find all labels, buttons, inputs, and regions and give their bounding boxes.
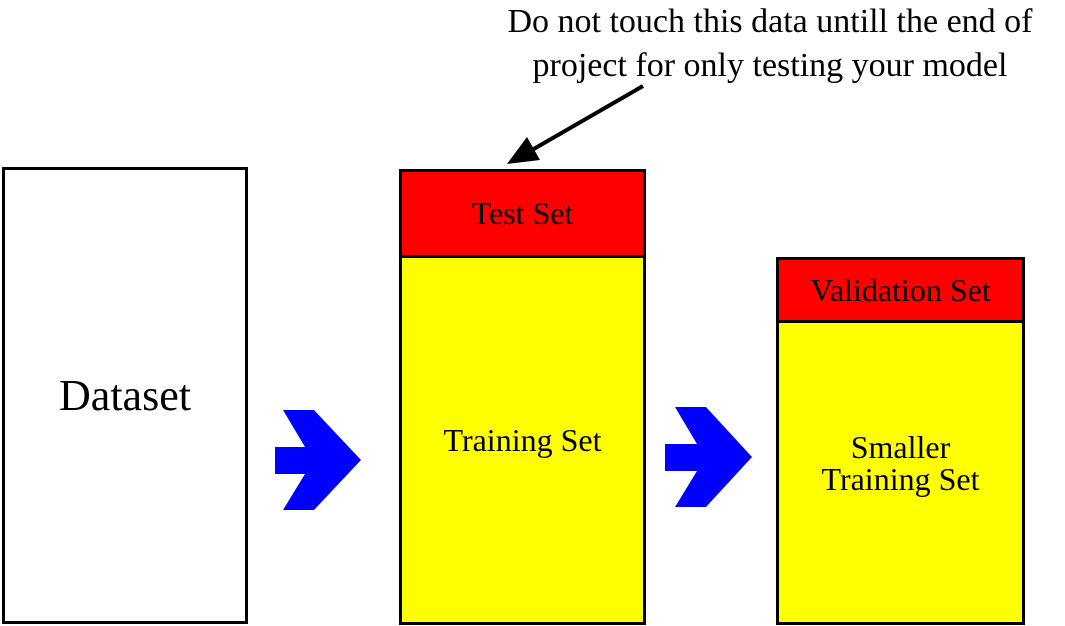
validation-set-block: Validation Set — [779, 260, 1022, 323]
dataset-label: Dataset — [59, 371, 191, 420]
annotation-line-2: project for only testing your model — [532, 47, 1008, 85]
annotation-line-1: Do not touch this data untill the end of — [507, 3, 1033, 40]
smaller-training-label-line-1: Smaller — [850, 428, 951, 465]
smaller-training-set-block: Smaller Training Set — [779, 323, 1022, 622]
first-split-stack: Test Set Training Set — [399, 169, 646, 625]
validation-set-label: Validation Set — [810, 271, 991, 308]
chevron-arrow-right-icon — [665, 407, 752, 507]
annotation-text: Do not touch this data untill the end of… — [470, 0, 1065, 88]
training-set-block: Training Set — [402, 258, 643, 622]
dataset-box: Dataset — [2, 167, 248, 624]
test-set-label: Test Set — [471, 195, 574, 231]
smaller-training-label-line-2: Training Set — [821, 460, 980, 497]
test-set-block: Test Set — [402, 172, 643, 258]
second-split-stack: Validation Set Smaller Training Set — [776, 257, 1025, 625]
chevron-arrow-right-icon — [275, 410, 361, 510]
training-set-label: Training Set — [443, 421, 602, 458]
annotation-arrow-icon — [507, 84, 644, 164]
